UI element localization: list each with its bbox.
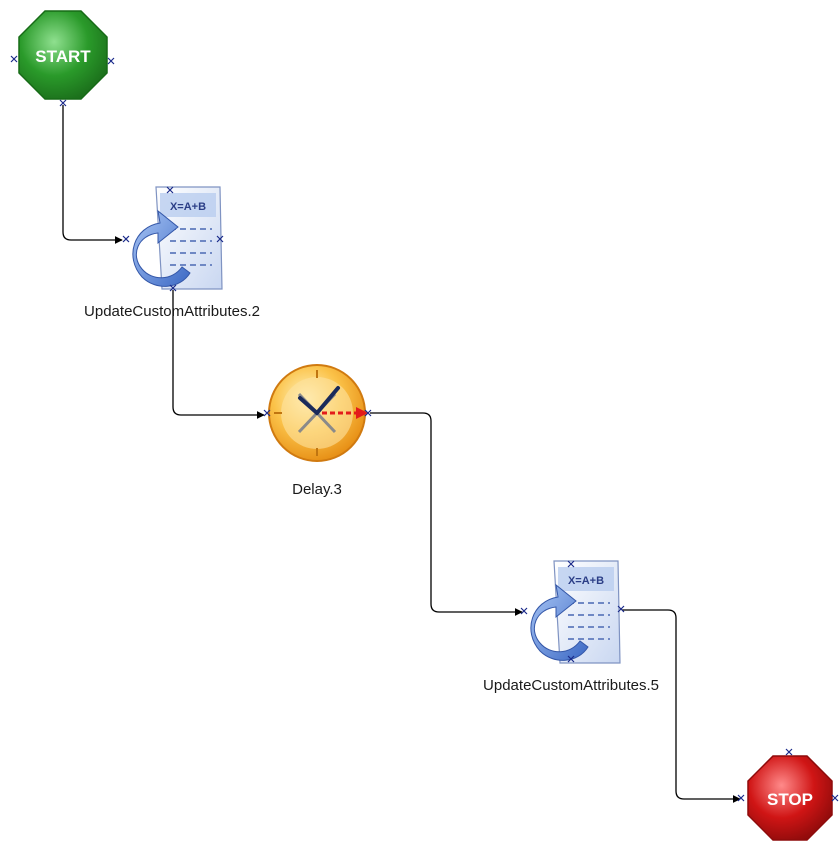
update-custom-attributes-5-icon[interactable]: X=A+B [530,560,621,664]
port-marker[interactable] [122,235,130,243]
stop-node[interactable]: STOP [747,755,833,841]
port-marker[interactable] [169,284,177,292]
port-marker[interactable] [59,99,67,107]
connectors [62,105,741,803]
connector-delay3-to-update5[interactable] [370,412,523,616]
port-marker[interactable] [520,607,528,615]
port-marker[interactable] [10,55,18,63]
port-marker[interactable] [785,748,793,756]
port-marker[interactable] [737,794,745,802]
start-octagon-shape [18,10,108,100]
port-marker[interactable] [831,794,839,802]
port-marker[interactable] [617,605,625,613]
connection-ports [10,55,839,802]
start-node[interactable]: START [18,10,108,100]
stop-label: STOP [767,790,813,809]
port-marker[interactable] [364,409,372,417]
port-marker[interactable] [567,655,575,663]
formula-banner [160,193,216,217]
update-custom-attributes-2-icon[interactable]: X=A+B [132,186,223,290]
refresh-arrow-icon [530,583,589,661]
port-marker[interactable] [216,235,224,243]
connector-update2-to-delay3[interactable] [172,290,265,419]
start-label: START [35,47,91,66]
node-label-update-custom-attributes-2[interactable]: UpdateCustomAttributes.2 [84,303,260,320]
port-marker[interactable] [107,57,115,65]
connector-start-to-update2[interactable] [62,105,123,244]
formula-banner [558,567,614,591]
node-label-update-custom-attributes-5[interactable]: UpdateCustomAttributes.5 [483,677,659,694]
node-label-delay-3[interactable]: Delay.3 [292,481,342,498]
stop-octagon-shape [747,755,833,841]
connector-update5-to-stop[interactable] [622,609,741,803]
port-marker[interactable] [567,560,575,568]
port-marker[interactable] [263,409,271,417]
refresh-arrow-icon [132,209,191,287]
formula-text: X=A+B [568,575,604,587]
port-marker[interactable] [166,186,174,194]
formula-text: X=A+B [170,201,206,213]
delay-3-icon[interactable] [268,364,368,462]
